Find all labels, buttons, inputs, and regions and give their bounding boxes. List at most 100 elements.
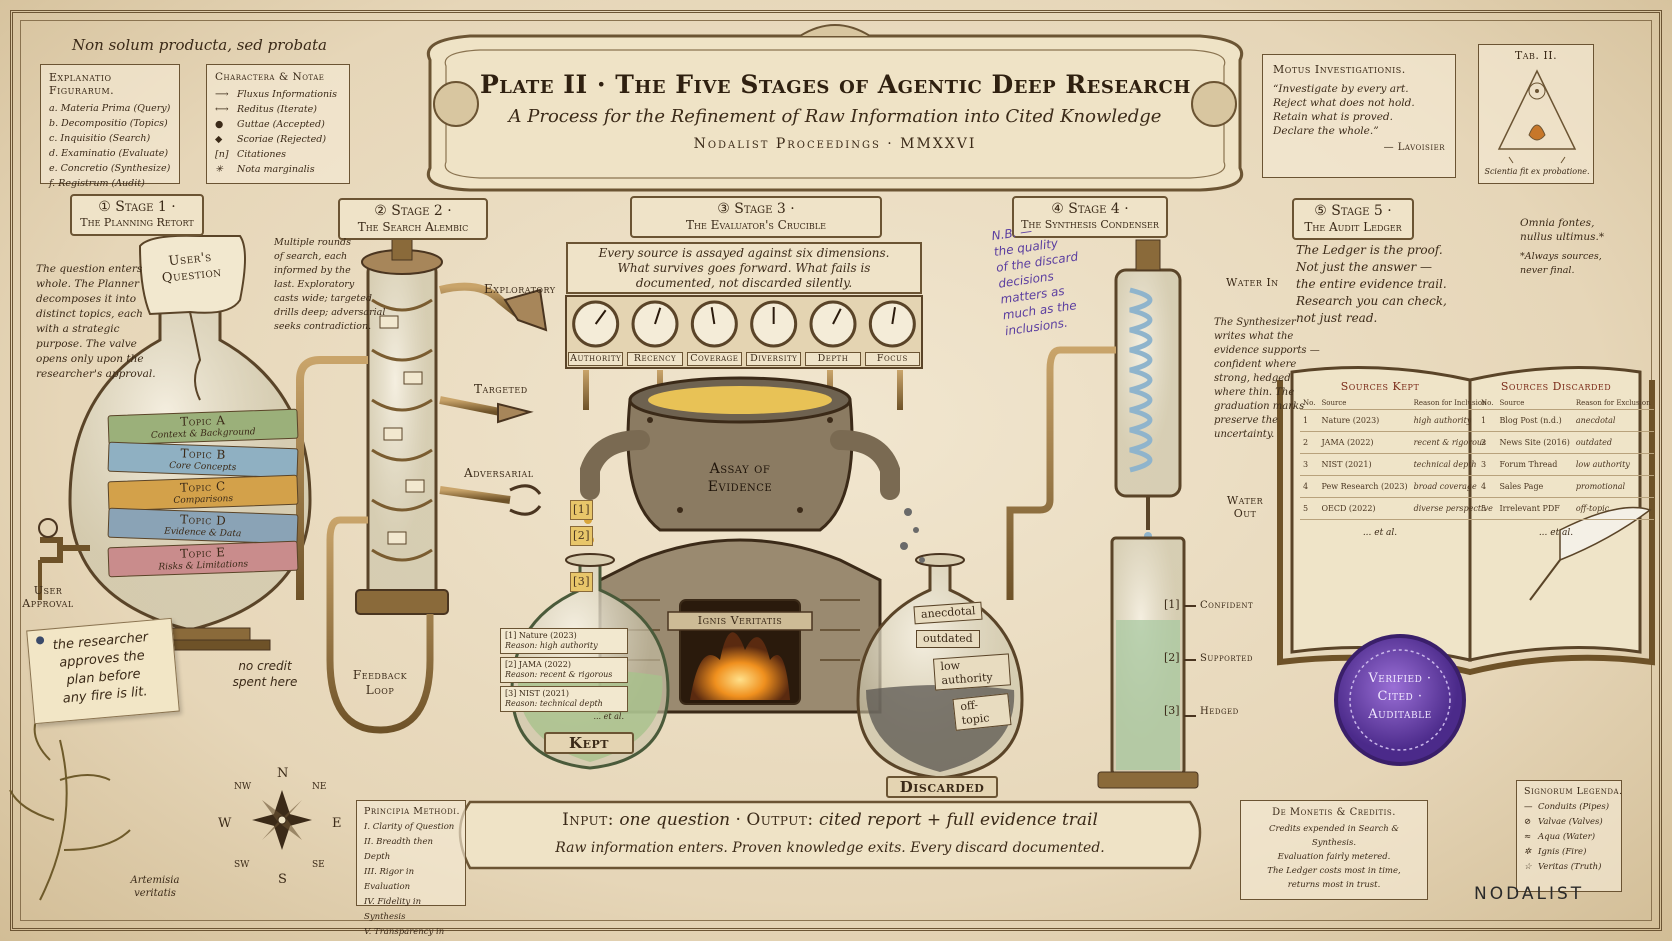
stage-name: The Synthesis Condenser — [1021, 218, 1159, 231]
output-label: Output: — [746, 810, 814, 830]
note-line: The Ledger is the proof. — [1296, 243, 1443, 257]
compass-sw: SW — [234, 860, 250, 870]
stage2-label: ② Stage 2 ·The Search Alembic — [338, 198, 488, 240]
banner-line: documented, not discarded silently. — [635, 276, 853, 290]
cartouche-frame — [426, 34, 1244, 192]
margin-line: Omnia fontes, — [1520, 217, 1595, 229]
compass-s: S — [278, 872, 287, 887]
ledger-cell: diverse perspective — [1410, 497, 1496, 520]
kept-card: [1] Nature (2023)Reason: high authority — [500, 628, 628, 654]
explanatio-item: d. Examinatio (Evaluate) — [49, 148, 169, 159]
kept-reason: Reason: technical depth — [505, 699, 603, 708]
mode-exploratory: Exploratory — [484, 282, 556, 296]
wax-seal-icon — [1334, 634, 1466, 766]
note-line: drills deep; adversarial — [274, 307, 386, 318]
plant-caption: Artemisia veritatis — [110, 874, 200, 900]
ledger-cell: recent & rigorous — [1410, 431, 1496, 454]
io-line: Input: one question · Output: cited repo… — [480, 810, 1180, 830]
ledger-cell: Forum Thread — [1496, 453, 1573, 476]
ledger-cell: anecdotal — [1572, 409, 1654, 432]
stage-name: The Planning Retort — [80, 216, 194, 229]
input-value: one question — [619, 810, 731, 830]
note-line: whole. The Planner — [36, 278, 140, 290]
note-line: preserve the — [1214, 415, 1279, 426]
kept-reason: Reason: high authority — [505, 641, 598, 650]
water-out-line: Water — [1226, 494, 1264, 507]
discard-tag: outdated — [916, 630, 980, 648]
stage5-margin: Omnia fontes,nullus ultimus.* *Always so… — [1520, 216, 1604, 278]
input-label: Input: — [562, 810, 614, 830]
gauge-label: Coverage — [686, 352, 742, 366]
kept-more: ... et al. — [593, 712, 624, 721]
note-line: no credit — [238, 659, 292, 673]
search-alembic-column — [238, 235, 548, 734]
margin-line: never final. — [1520, 265, 1575, 276]
mark-label: Hedged — [1200, 706, 1239, 717]
approval-line: Approval — [22, 597, 74, 610]
ledger-cell: News Site (2016) — [1496, 431, 1573, 454]
principia-heading: Principia Methodi. — [364, 806, 460, 817]
banner-line: What survives goes forward. What fails i… — [617, 261, 871, 275]
water-symbol-icon: ≈ — [1524, 832, 1532, 842]
coil-icon — [1129, 287, 1153, 473]
ledger-cell: high authority — [1410, 409, 1496, 432]
explanatio-item: e. Concretio (Synthesize) — [49, 163, 171, 174]
principle: III. Rigor in Evaluation — [364, 867, 415, 892]
brand-mark: NODALIST — [1474, 884, 1585, 904]
gauge-label: Focus — [864, 352, 920, 366]
ledger-cell: NIST (2021) — [1318, 453, 1411, 476]
artemisia-plant-icon — [9, 719, 131, 901]
compass-w: W — [218, 816, 232, 831]
ledger-cell: off-topic — [1572, 497, 1654, 520]
symbol-dross: ◆ — [215, 134, 223, 145]
shell-ornament-icon — [799, 24, 871, 37]
note-line: uncertainty. — [1214, 429, 1275, 440]
ledger-cell: broad coverage — [1410, 475, 1496, 498]
mark-tag: [3] — [1164, 704, 1180, 717]
note-line: where thin. The — [1214, 387, 1295, 398]
stage-name: The Search Alembic — [357, 220, 469, 234]
note-line: distinct topics, each — [36, 308, 143, 320]
principle: V. Transparency in Audit — [364, 927, 445, 937]
note-line: writes what the — [1214, 331, 1294, 342]
note-line: researcher's approval. — [36, 368, 156, 380]
stage5-note: The Ledger is the proof.Not just the ans… — [1296, 242, 1447, 327]
signorum-text: Aqua (Water) — [1538, 832, 1596, 842]
ledger-cell: 4 — [1478, 475, 1497, 498]
note-line: not just read. — [1296, 311, 1378, 325]
citation-drop: [2] — [570, 526, 594, 546]
mode-targeted: Targeted — [474, 382, 528, 396]
monetis-heading: De Monetis & Creditis. — [1272, 807, 1396, 818]
pipe-symbol-icon: — — [1524, 802, 1533, 812]
note-line: Research you can check, — [1296, 294, 1447, 308]
note-line: seeks contradiction. — [274, 321, 372, 332]
note-line: decomposes it into — [36, 293, 137, 305]
evaluator-banner: Every source is assayed against six dime… — [566, 242, 922, 294]
stage-number: ② Stage 2 · — [374, 203, 452, 219]
signorum-list: —Conduits (Pipes) ⊘Valvae (Valves) ≈Aqua… — [1524, 800, 1614, 875]
compass-n: N — [277, 766, 289, 781]
plant-line: Artemisia — [130, 875, 180, 886]
charactera-text: Citationes — [237, 149, 286, 160]
kept-cite: [3] NIST (2021) — [505, 689, 569, 698]
ledger-cell: 4 — [1300, 475, 1319, 498]
citation-drop: [1] — [570, 500, 594, 520]
quote-line: Retain what is proved. — [1273, 111, 1393, 123]
plant-line: veritatis — [134, 888, 176, 899]
symbol-arrow: ⟶ — [215, 89, 229, 100]
note-line: informed by the — [274, 265, 351, 276]
charactera-list: ⟶Fluxus Informationis ⟷Reditus (Iterate)… — [215, 87, 341, 177]
monetis-line: The Ledger costs most in time, — [1267, 866, 1401, 876]
valve-symbol-icon: ⊘ — [1524, 817, 1532, 827]
seal-line: Cited · — [1377, 689, 1423, 704]
gauge-label: Authority — [568, 352, 624, 366]
